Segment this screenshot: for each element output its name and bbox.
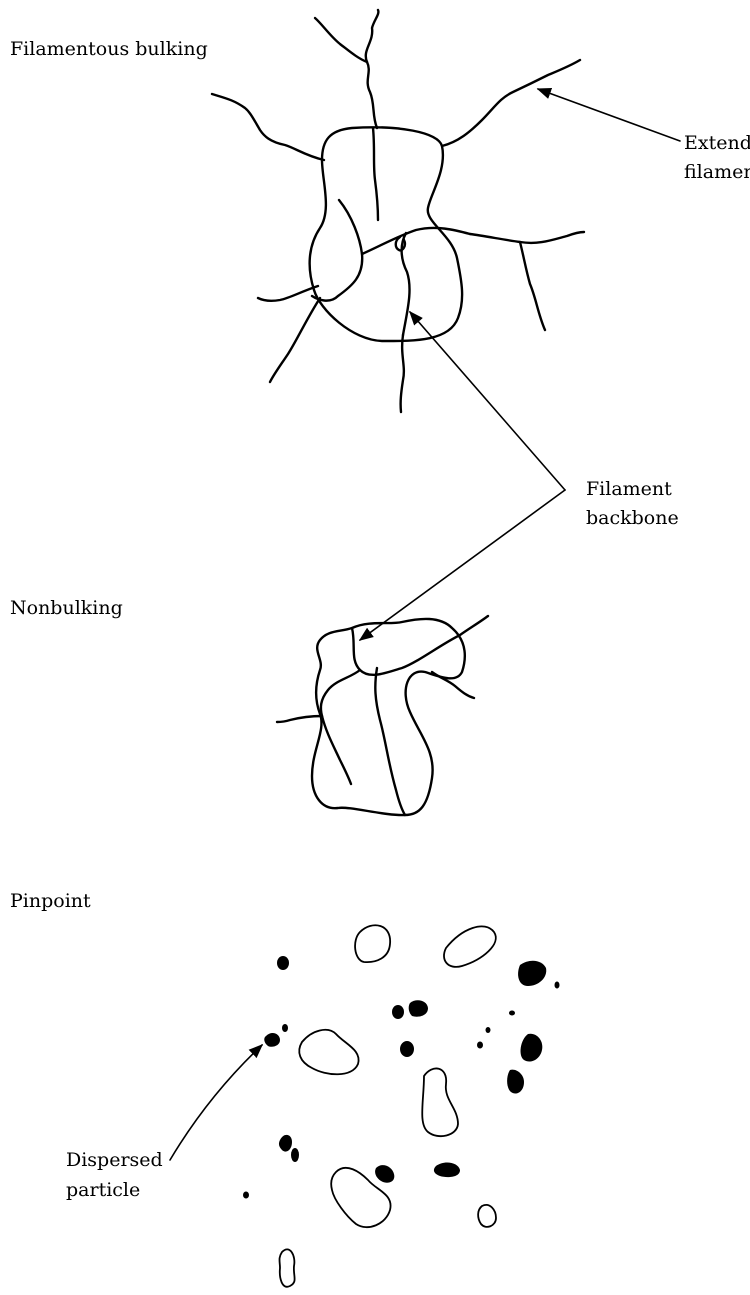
filament-backbone-label-line2: backbone [586, 507, 679, 529]
filament-backbone-pointer-lower [360, 490, 565, 640]
extended-filament-label-line2: filament [684, 161, 750, 183]
section-label-pinpoint: Pinpoint [10, 890, 91, 912]
filament-backbone-pointer-upper [410, 312, 565, 490]
extended-filament-label-line1: Extended [684, 132, 750, 154]
dispersed-particle-label-line2: particle [66, 1179, 140, 1201]
section-label-nonbulking: Nonbulking [10, 597, 123, 619]
filamentous-floc [212, 10, 584, 412]
pinpoint-particles [243, 925, 560, 1287]
section-label-filamentous-bulking: Filamentous bulking [10, 38, 208, 60]
dispersed-particle-label-line1: Dispersed [66, 1149, 163, 1171]
dispersed-particle-pointer [170, 1045, 262, 1160]
filament-backbone-label-line1: Filament [586, 478, 672, 500]
nonbulking-floc [277, 616, 488, 815]
extended-filament-pointer [538, 89, 680, 141]
